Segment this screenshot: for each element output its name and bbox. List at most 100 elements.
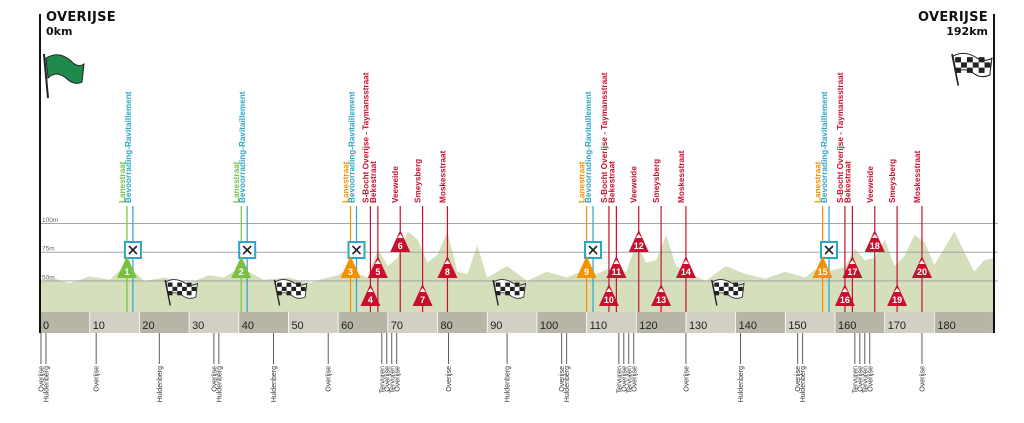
altitude-label: 100m (42, 217, 58, 224)
place-label: Overijse (394, 366, 401, 392)
marker-number: 19 (892, 295, 902, 305)
distance-tick-label: 130 (689, 320, 707, 332)
distance-band-segment (139, 312, 190, 333)
marker-number: 8 (445, 267, 450, 277)
distance-tick-label: 40 (242, 320, 254, 332)
climb-marker: 5 (367, 256, 388, 278)
lap-flag-icon (492, 279, 526, 306)
place-label: Overijse (631, 366, 638, 392)
place-label: Tervuren (616, 366, 623, 393)
distance-band-segment (487, 312, 537, 333)
distance-band-segment (387, 312, 438, 333)
marker-label: Moskesstraat (438, 150, 447, 203)
place-label: Tervuren (389, 366, 396, 393)
marker-number: 11 (612, 267, 622, 277)
marker-label: Lanestraat (814, 161, 823, 203)
marker-label: Lanestraat (578, 161, 587, 203)
climb-marker: 8 (437, 256, 458, 278)
distance-band-segment (735, 312, 786, 333)
marker-label: Lanestraat (118, 161, 127, 203)
distance-tick-label: 120 (639, 320, 657, 332)
distance-band-segment (636, 312, 686, 333)
distance-band-segment (835, 312, 885, 333)
marker-number: 12 (634, 241, 644, 251)
marker-number: 13 (656, 295, 666, 305)
distance-band-segment (884, 312, 935, 333)
marker-number: 6 (398, 241, 403, 251)
place-label: Huldenberg (800, 366, 807, 402)
feed-zone-icon (238, 241, 257, 259)
marker-label: S-Bocht Overijse - Taymansstraat (836, 72, 845, 203)
distance-band-segment (536, 312, 587, 333)
marker-label: Lanestraat (342, 161, 351, 203)
place-label: Huldenberg (564, 366, 571, 402)
distance-tick-label: 160 (838, 320, 856, 332)
climb-marker: 11 (606, 256, 627, 278)
distance-band-segment (89, 312, 140, 333)
distance-tick-label: 140 (739, 320, 757, 332)
climb-marker: 7 (412, 284, 433, 306)
marker-number: 7 (420, 295, 425, 305)
marker-label: Bevoorrading-Ravitaillement (238, 91, 247, 203)
climb-marker: 13 (651, 284, 672, 306)
marker-label: Bevoorrading-Ravitaillement (124, 91, 133, 203)
marker-label: Bevoorrading-Ravitaillement (348, 91, 357, 203)
distance-tick-label: 180 (937, 320, 955, 332)
distance-band-segment (934, 312, 985, 333)
lap-flag-icon (711, 279, 745, 306)
place-label: Overijse (919, 366, 926, 392)
climb-marker: 18 (864, 230, 885, 252)
climb-marker: 6 (390, 230, 411, 252)
lap-flag-icon (164, 279, 199, 306)
distance-tick-label: 50 (291, 320, 303, 332)
lap-flag-icon (273, 279, 308, 306)
start-km: 0km (46, 25, 73, 38)
place-label: Tervuren (862, 366, 869, 393)
place-label: Overijse (867, 366, 874, 392)
marker-number: 3 (348, 267, 353, 277)
place-label: Overijse (94, 366, 101, 392)
marker-label: Bevoorrading-Ravitaillement (820, 91, 829, 203)
marker-number: 9 (584, 267, 589, 277)
marker-label: Smeysberg (888, 159, 897, 203)
start-flag-icon (43, 53, 85, 99)
marker-number: 4 (368, 295, 373, 305)
marker-number: 1 (124, 267, 129, 277)
climb-marker: 12 (628, 230, 649, 252)
marker-label: Bevoorrading-Ravitaillement (584, 91, 593, 203)
marker-number: 15 (818, 267, 828, 277)
place-label: Huldenberg (271, 366, 278, 402)
feed-zone-icon (584, 241, 603, 259)
marker-number: 14 (681, 267, 691, 277)
marker-label: Veeweide (630, 166, 639, 203)
marker-label: Bekestraat (607, 161, 616, 203)
marker-label: S-Bocht Overijse - Taymansstraat (600, 72, 609, 203)
finish-km: 192km (946, 25, 988, 38)
marker-label: Moskesstraat (677, 150, 686, 203)
climb-marker: 19 (887, 284, 908, 306)
marker-number: 18 (870, 241, 880, 251)
place-label: Overijse (211, 366, 218, 392)
marker-number: 17 (847, 267, 857, 277)
distance-band-segment (338, 312, 388, 333)
distance-tick-label: 0 (43, 320, 49, 332)
marker-label: Bekestraat (369, 161, 378, 203)
distance-tick-label: 110 (590, 320, 608, 332)
feed-zone-icon (347, 241, 366, 259)
sprint-marker: 15 (812, 256, 833, 278)
feed-zone-icon (820, 241, 839, 259)
place-label: Overijse (795, 366, 802, 392)
marker-number: 20 (917, 267, 927, 277)
altitude-label: 75m (42, 246, 55, 253)
finish-label: OVERIJSE 192km (918, 10, 988, 38)
distance-band-segment (238, 312, 289, 333)
place-label: Overijse (559, 366, 566, 392)
distance-tick-label: 70 (391, 320, 403, 332)
marker-number: 16 (840, 295, 850, 305)
finish-name: OVERIJSE (918, 10, 988, 25)
marker-label: Moskesstraat (913, 150, 922, 203)
distance-tick-label: 20 (142, 320, 154, 332)
place-label: Overijse (38, 366, 45, 392)
